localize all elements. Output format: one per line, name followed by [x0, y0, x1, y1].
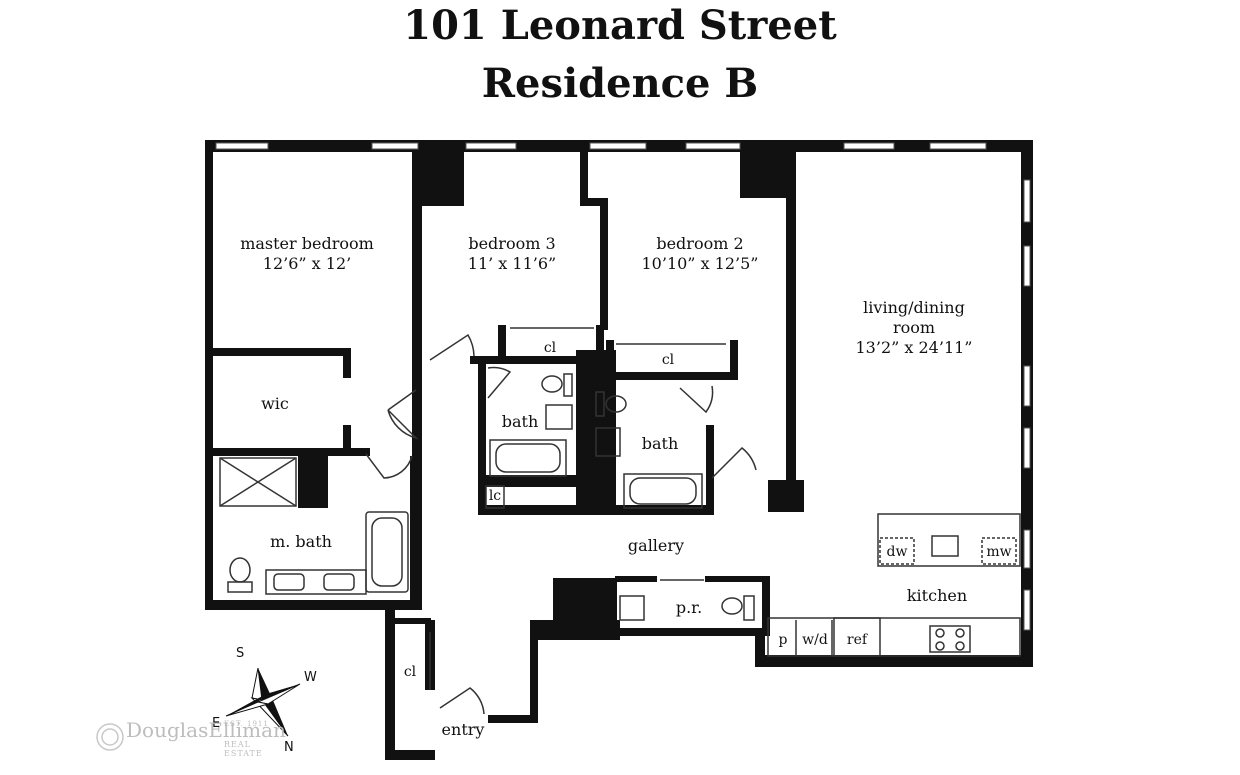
compass-s: S: [236, 646, 245, 661]
subtitle-residence: Residence: [481, 60, 711, 107]
room-master-bath: m. bath: [270, 532, 332, 551]
walls: [205, 140, 1033, 760]
subtitle-unit: B: [724, 60, 759, 107]
windows: [215, 142, 1031, 631]
compass-e: E: [212, 716, 221, 731]
appliance-pantry: p: [778, 632, 788, 648]
room-kitchen: kitchen: [906, 586, 968, 605]
room-gallery: gallery: [627, 536, 685, 555]
appliance-dw: dw: [886, 544, 908, 560]
room-bath-1: bath: [501, 412, 539, 431]
room-bedroom-3: bedroom 3 11’ x 11’6”: [467, 234, 557, 273]
appliance-washer-dryer: w/d: [802, 632, 828, 648]
closet-bedroom-2: cl: [661, 352, 675, 368]
fixtures: [219, 327, 1021, 715]
room-master-bedroom: master bedroom 12’6” x 12’: [240, 234, 374, 273]
room-entry: entry: [441, 720, 485, 739]
compass-icon: [225, 667, 301, 737]
room-bedroom-2: bedroom 2 10’10” x 12’5”: [641, 234, 759, 273]
room-powder-room: p.r.: [675, 598, 703, 617]
logo-est: EST. 1911: [224, 720, 269, 728]
logo-name: DouglasElliman: [126, 718, 286, 742]
brand-logo: DouglasElliman EST. 1911 REAL ESTATE: [96, 718, 286, 758]
closet-bedroom-3: cl: [543, 340, 557, 356]
plan-title: 101 Leonard Street: [403, 2, 837, 49]
compass-n: N: [284, 740, 294, 755]
closet-entry: cl: [403, 664, 417, 680]
appliance-mw: mw: [986, 544, 1012, 560]
room-wic: wic: [261, 394, 289, 413]
room-bath-2: bath: [641, 434, 679, 453]
linen-closet: lc: [488, 488, 502, 504]
appliance-refrigerator: ref: [846, 632, 868, 648]
room-living-dining: living/dining room 13’2” x 24’11”: [855, 298, 973, 357]
logo-sub: REAL ESTATE: [224, 740, 263, 758]
compass-w: W: [304, 670, 317, 685]
logo-icon: [96, 723, 124, 751]
plan-subtitle: Residence B: [0, 62, 1240, 106]
